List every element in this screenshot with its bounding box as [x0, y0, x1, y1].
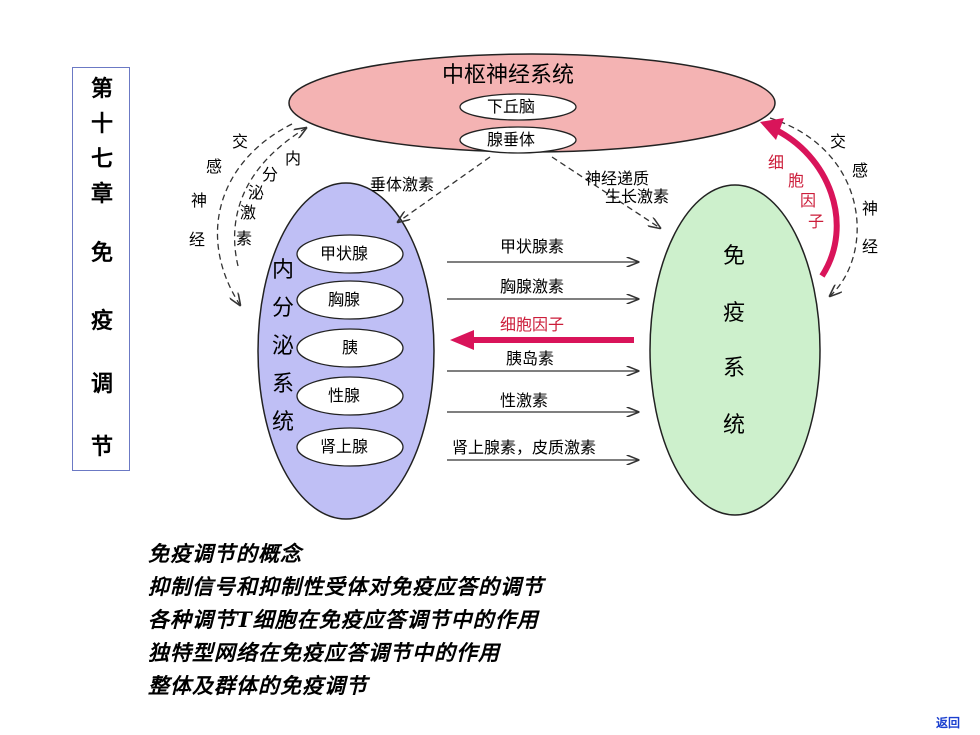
sympathetic-left-char: 神 — [191, 191, 208, 210]
hormone-label: 胸腺激素 — [500, 277, 565, 296]
note-item: 整体及群体的免疫调节 — [148, 673, 368, 698]
immune-title-char: 系 — [723, 356, 746, 381]
immune-title-char: 免 — [723, 244, 746, 269]
cytokine-arrow-shaft — [468, 337, 634, 343]
sympathetic-left-char: 交 — [232, 132, 249, 151]
endocrine-title-char: 内 — [272, 258, 295, 283]
hormone-label: 甲状腺素 — [500, 237, 565, 256]
endocrine-title-char: 系 — [272, 372, 295, 397]
gland-label: 甲状腺 — [320, 244, 369, 263]
gland-label: 性腺 — [328, 386, 361, 405]
note-item: 各种调节T细胞在免疫应答调节中的作用 — [148, 607, 539, 632]
note-item: 抑制信号和抑制性受体对免疫应答的调节 — [148, 574, 544, 599]
endocrine-hormone-char: 内 — [285, 149, 302, 168]
pituitary-oval — [459, 126, 577, 154]
gland-oval — [296, 234, 404, 274]
chapter-title-char: 疫 — [90, 308, 113, 334]
sympathetic-right-char: 感 — [852, 161, 869, 180]
chapter-title-char: 十 — [90, 111, 113, 137]
cytokine-red-arrowhead — [760, 118, 784, 140]
cytokine-right-char: 细 — [768, 153, 785, 172]
chapter-title-char: 章 — [90, 181, 113, 207]
endocrine-hormone-char: 分 — [262, 165, 279, 184]
sympathetic-left-curve — [216, 123, 293, 305]
chapter-title-char: 免 — [90, 240, 113, 266]
gland-label: 肾上腺 — [320, 437, 369, 456]
immune-title-char: 疫 — [723, 301, 746, 326]
endocrine-title-char: 分 — [272, 296, 295, 321]
chapter-title-char: 节 — [90, 434, 113, 460]
sympathetic-left-char: 感 — [206, 157, 223, 176]
immune-ellipse — [649, 184, 821, 516]
sympathetic-right-char: 神 — [862, 199, 879, 218]
cns-title: 中枢神经系统 — [442, 63, 575, 88]
growth-hormone-label: 生长激素 — [605, 187, 670, 206]
gland-oval — [296, 280, 404, 320]
cytokine-right-char: 胞 — [788, 171, 805, 190]
sympathetic-left-char: 经 — [189, 230, 206, 249]
cytokine-arrowhead — [450, 330, 474, 350]
chapter-title-char: 七 — [90, 146, 113, 172]
chapter-title-box: 第 十 七 章 免 疫 调 节 — [72, 67, 130, 471]
hormone-label: 肾上腺素，皮质激素 — [452, 438, 597, 457]
endocrine-title-char: 泌 — [272, 334, 295, 359]
sympathetic-right-char: 交 — [830, 132, 847, 151]
endocrine-title-char: 统 — [272, 410, 295, 435]
note-item: 独特型网络在免疫应答调节中的作用 — [148, 640, 500, 665]
back-link[interactable]: 返回 — [936, 716, 961, 730]
cytokine-label: 细胞因子 — [500, 315, 565, 334]
endocrine-hormone-curve — [234, 128, 306, 267]
cytokine-right-char: 因 — [800, 191, 817, 210]
hypothalamus-label: 下丘脑 — [487, 97, 536, 116]
chapter-title-char: 第 — [90, 76, 113, 102]
hypothalamus-oval — [459, 93, 577, 121]
note-item: 免疫调节的概念 — [148, 541, 302, 566]
endocrine-hormone-char: 素 — [236, 229, 253, 248]
gland-label: 胸腺 — [328, 290, 361, 309]
sympathetic-right-curve — [769, 117, 858, 296]
gland-oval — [296, 427, 404, 467]
hormone-label: 性激素 — [500, 391, 549, 410]
cytokine-right-char: 子 — [808, 212, 825, 231]
cns-to-immune-arrow — [551, 156, 660, 228]
gland-label: 胰 — [342, 338, 359, 357]
immune-title-char: 统 — [723, 413, 746, 438]
neurotransmitter-label: 神经递质 — [585, 169, 650, 188]
pituitary-label: 腺垂体 — [487, 130, 536, 149]
gland-oval — [296, 376, 404, 416]
gland-oval — [296, 328, 404, 368]
pituitary-to-endocrine-arrow — [398, 156, 491, 222]
chapter-title-char: 调 — [90, 371, 113, 397]
endocrine-hormone-char: 激 — [240, 203, 257, 222]
cytokine-red-arrow — [770, 125, 840, 278]
hormone-label: 胰岛素 — [506, 349, 555, 368]
pituitary-hormone-label: 垂体激素 — [370, 175, 435, 194]
endocrine-hormone-char: 泌 — [248, 183, 265, 202]
sympathetic-right-char: 经 — [862, 237, 879, 256]
